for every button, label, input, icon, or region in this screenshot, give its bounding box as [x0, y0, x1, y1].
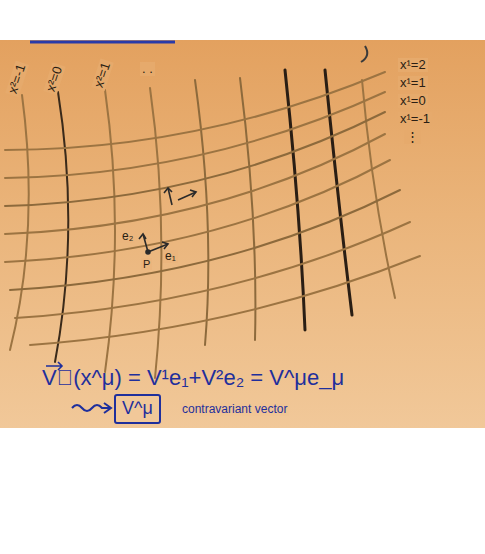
boxed-symbol: V^μ: [114, 394, 161, 424]
note: contravariant vector: [180, 403, 289, 416]
coordinate-label: x¹=-1: [398, 112, 432, 126]
point-label: P: [141, 258, 152, 270]
basis-label: e₂: [120, 230, 135, 243]
x2-lines: [10, 70, 395, 378]
coordinate-label: x²=0: [43, 63, 66, 96]
formula: V⃗(x^μ) = V¹e₁+V²e₂ = V^μe_μ: [40, 366, 346, 390]
coordinate-label: x¹=0: [398, 94, 428, 108]
x1-lines: [5, 72, 420, 345]
basis-label: e₁: [163, 250, 178, 263]
squiggle-arrow: [72, 403, 111, 413]
coordinate-label: x²=1: [91, 59, 114, 92]
ellipsis: . .: [140, 62, 155, 76]
ellipsis: ⋮: [404, 130, 421, 144]
coordinate-label: x¹=1: [398, 76, 428, 90]
extra-vectors: [164, 188, 196, 205]
symbol-text: V^μ: [122, 399, 153, 419]
coordinate-label: x²=-1: [5, 61, 29, 98]
top-mark: [361, 46, 367, 62]
coordinate-label: x¹=2: [398, 58, 428, 72]
top-scribble: [30, 41, 175, 44]
